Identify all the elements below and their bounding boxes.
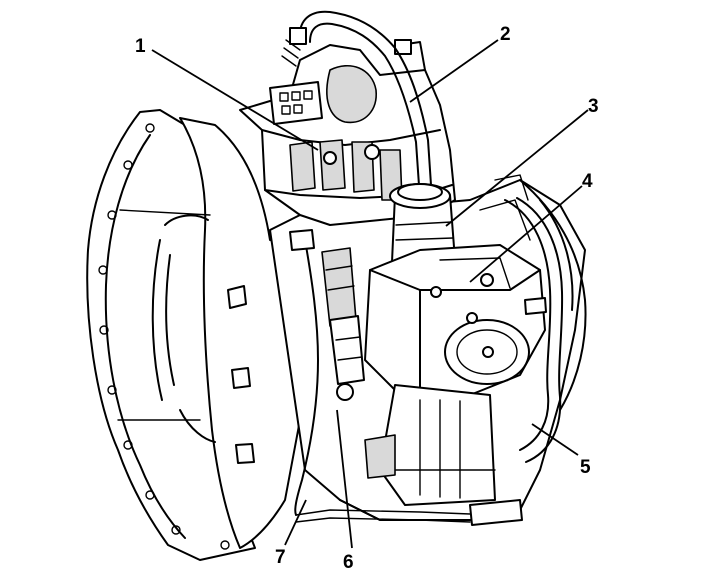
- leader-lines: [151, 39, 589, 549]
- callout-3: 3: [588, 96, 599, 117]
- callout-4: 4: [582, 171, 593, 192]
- speed-sensor: [321, 247, 365, 401]
- leader-4: [469, 185, 583, 283]
- leader-6: [336, 409, 353, 549]
- rim-bolt-holes: [98, 123, 230, 550]
- callout-labels: 1 2 3 4 5 6 7: [135, 24, 599, 573]
- cooler-pipe: [504, 197, 564, 463]
- callout-5: 5: [580, 457, 591, 478]
- callout-1: 1: [135, 36, 146, 57]
- leader-1: [151, 49, 319, 151]
- callout-6: 6: [343, 552, 354, 573]
- leader-3: [445, 109, 589, 227]
- callout-7: 7: [275, 547, 286, 568]
- electrical-connector: [269, 81, 323, 125]
- sensor-wire: [289, 229, 471, 523]
- filler-cap: [389, 183, 456, 263]
- bell-housing: [86, 109, 301, 561]
- callout-2: 2: [500, 24, 511, 45]
- leader-7: [284, 499, 307, 546]
- leader-2: [409, 39, 499, 103]
- transmission-pipe: [281, 10, 433, 201]
- shift-actuator: [364, 244, 546, 506]
- leader-5: [531, 423, 579, 456]
